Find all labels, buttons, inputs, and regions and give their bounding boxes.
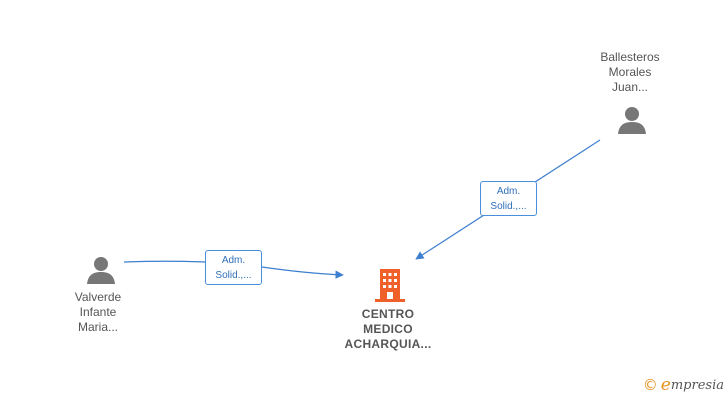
brand-name: mpresia	[670, 377, 724, 393]
copyright-symbol: ©	[642, 376, 658, 394]
person-name-line: Maria...	[77, 320, 118, 334]
person-name-line: Morales	[608, 65, 652, 79]
company-name-line: MEDICO	[363, 322, 413, 336]
relation-role: Adm.	[221, 255, 246, 266]
building-icon[interactable]	[374, 267, 406, 303]
company-name-line: ACHARQUIA...	[344, 337, 432, 351]
relation-label-ballesteros[interactable]: Adm. Solid.,...	[480, 181, 537, 216]
person-icon[interactable]	[86, 255, 116, 285]
company-name-line: CENTRO	[361, 307, 415, 321]
person-name-ballesteros[interactable]: Ballesteros Morales Juan...	[575, 50, 685, 95]
relation-role-detail: Solid.,...	[490, 201, 527, 212]
relation-role-detail: Solid.,...	[215, 270, 252, 281]
relation-role: Adm.	[496, 186, 521, 197]
brand-initial: e	[660, 375, 671, 395]
person-icon[interactable]	[617, 105, 647, 135]
person-name-line: Infante	[79, 305, 117, 319]
person-name-line: Valverde	[74, 290, 122, 304]
person-name-valverde[interactable]: Valverde Infante Maria...	[43, 290, 153, 335]
person-name-line: Juan...	[611, 80, 649, 94]
company-name[interactable]: CENTRO MEDICO ACHARQUIA...	[323, 307, 453, 352]
person-name-line: Ballesteros	[600, 50, 660, 64]
relation-label-valverde[interactable]: Adm. Solid.,...	[205, 250, 262, 285]
brand-logo: © e mpresia	[643, 375, 724, 395]
